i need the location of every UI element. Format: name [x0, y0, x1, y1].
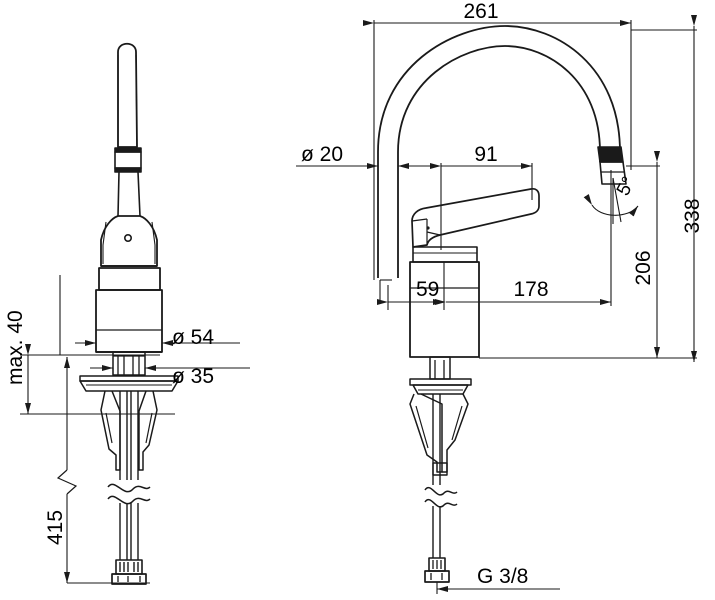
supply-hose-upper-side [432, 394, 441, 485]
label-outlet-height: 206 [632, 250, 655, 285]
lever-collar-front [114, 147, 142, 173]
mounting-plate-front [79, 375, 179, 392]
label-body-diameter: ø 54 [172, 326, 214, 349]
label-spout-center-reach: 178 [513, 278, 548, 301]
label-shank-diameter: ø 35 [172, 365, 214, 388]
cartridge-cap-front [100, 215, 158, 267]
shank-front [112, 351, 146, 376]
dim-total-height [479, 15, 697, 362]
supply-hose-lower-side [432, 506, 441, 558]
clamp-bracket-front [100, 390, 158, 471]
side-view-dimensions [296, 15, 697, 594]
dim-spout-reach-total [363, 20, 632, 280]
label-max-worktop: max. 40 [4, 310, 27, 385]
mounting-plate-side [409, 378, 472, 395]
label-handle-length: 91 [474, 143, 497, 166]
front-view-dimensions [20, 275, 250, 584]
dim-hose-length [56, 357, 150, 584]
label-connection-thread: G 3/8 [477, 565, 528, 588]
dim-outlet-height [626, 151, 660, 358]
body-upper-ring-front [98, 265, 161, 291]
front-view-group [79, 42, 179, 585]
dim-connection-thread [436, 582, 560, 594]
spout-arc [377, 25, 621, 278]
lever-stem-front [117, 171, 141, 217]
label-total-height: 338 [681, 198, 704, 233]
hose-break-symbol-side [424, 487, 458, 508]
supply-hoses-lower-front [119, 503, 139, 560]
aerator-outlet [597, 146, 627, 185]
label-aerator-tilt: 5° [613, 173, 640, 199]
dim-spout-center-reach [435, 170, 612, 306]
shank-side [429, 356, 451, 380]
lever-handle-side [411, 187, 540, 248]
hose-connector-front [111, 559, 147, 585]
dim-aerator-tilt [583, 177, 639, 224]
dim-body-diameter [75, 340, 240, 352]
dim-shank-diameter [90, 365, 250, 375]
side-view-group [377, 25, 627, 583]
label-spout-reach-total: 261 [463, 0, 498, 23]
lever-handle-front [117, 42, 138, 148]
hose-connector-side [424, 557, 450, 583]
body-cylinder-front [95, 289, 163, 353]
label-body-offset: 59 [416, 278, 439, 301]
dim-max-worktop [20, 275, 175, 415]
label-inlet-tube-diameter: ø 20 [301, 143, 343, 166]
clamp-cone-side [409, 393, 469, 476]
label-hose-length: 415 [44, 510, 67, 545]
dim-handle-length [430, 163, 533, 250]
supply-hoses-upper-front [119, 391, 139, 480]
hose-break-symbol-front [107, 483, 151, 505]
